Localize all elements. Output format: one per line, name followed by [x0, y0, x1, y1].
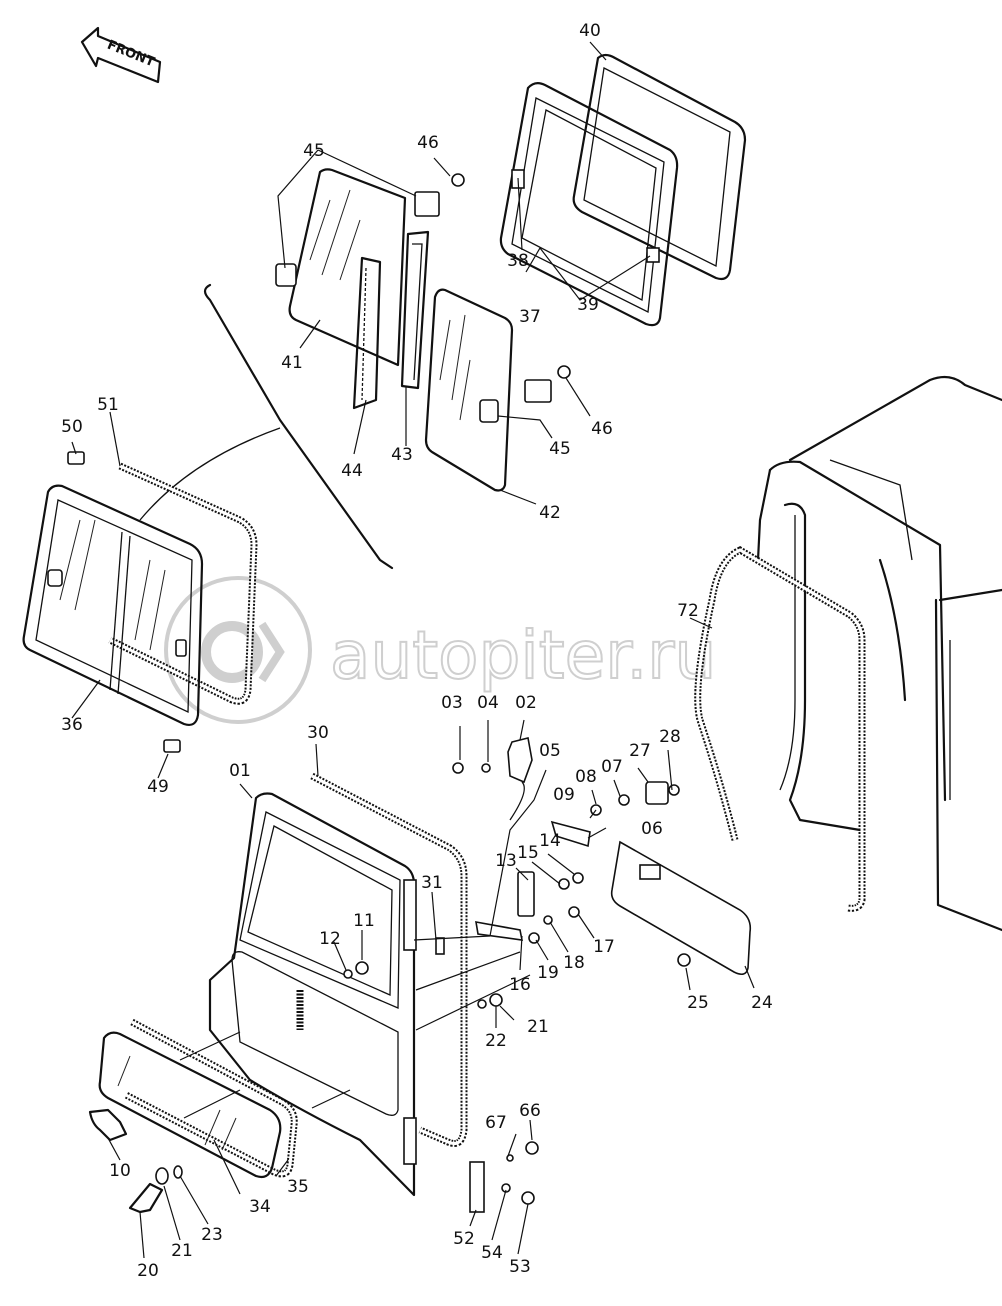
label-07: 07: [601, 757, 623, 777]
cab-frame-curve: [203, 283, 394, 570]
small-glass-panels: [275, 168, 571, 492]
label-42: 42: [539, 503, 561, 523]
lower-door-glass-34: [98, 1018, 298, 1179]
front-arrow: FRONT: [80, 26, 162, 84]
cab-door-seal-72: [694, 546, 866, 912]
label-39: 39: [577, 295, 599, 315]
label-37: 37: [519, 307, 541, 327]
label-06: 06: [641, 819, 663, 839]
label-49: 49: [147, 777, 169, 797]
label-30: 30: [307, 723, 329, 743]
label-43: 43: [391, 445, 413, 465]
label-14: 14: [539, 831, 561, 851]
label-36: 36: [61, 715, 83, 735]
cab-frame-curve-2: [139, 427, 281, 521]
label-67: 67: [485, 1113, 507, 1133]
label-16: 16: [509, 975, 531, 995]
label-17: 17: [593, 937, 615, 957]
lock-parts: [343, 737, 752, 1213]
label-25: 25: [687, 993, 709, 1013]
label-28: 28: [659, 727, 681, 747]
label-35: 35: [287, 1177, 309, 1197]
label-08: 08: [575, 767, 597, 787]
label-53: 53: [509, 1257, 531, 1277]
label-21: 21: [527, 1017, 549, 1037]
label-09: 09: [553, 785, 575, 805]
label-50: 50: [61, 417, 83, 437]
label-41: 41: [281, 353, 303, 373]
part-labels: 40 45 46 38 37 39 41 44 43 42 46 45 50 5…: [61, 21, 773, 1281]
label-22: 22: [485, 1031, 507, 1051]
label-04: 04: [477, 693, 499, 713]
cab-body: [756, 375, 1002, 932]
watermark: autopiter.ru: [164, 576, 717, 724]
label-21b: 21: [171, 1241, 193, 1261]
label-45b: 45: [549, 439, 571, 459]
label-51: 51: [97, 395, 119, 415]
label-54: 54: [481, 1243, 503, 1263]
label-12: 12: [319, 929, 341, 949]
label-10: 10: [109, 1161, 131, 1181]
label-31: 31: [421, 873, 443, 893]
label-72: 72: [677, 601, 699, 621]
label-34: 34: [249, 1197, 271, 1217]
label-40: 40: [579, 21, 601, 41]
label-38: 38: [507, 251, 529, 271]
label-13: 13: [495, 851, 517, 871]
label-03: 03: [441, 693, 463, 713]
label-44: 44: [341, 461, 363, 481]
label-20: 20: [137, 1261, 159, 1281]
label-45: 45: [303, 141, 325, 161]
label-27: 27: [629, 741, 651, 761]
label-05: 05: [539, 741, 561, 761]
sliding-window-36: [22, 451, 258, 753]
handles: [88, 1108, 183, 1214]
label-02: 02: [515, 693, 537, 713]
label-46: 46: [417, 133, 439, 153]
label-23: 23: [201, 1225, 223, 1245]
upper-window-frames: [499, 53, 747, 327]
label-18: 18: [563, 953, 585, 973]
door-assembly: [208, 772, 468, 1197]
label-11: 11: [353, 911, 375, 931]
front-arrow-text: FRONT: [105, 38, 157, 71]
leader-lines: [71, 41, 755, 1259]
label-15: 15: [517, 843, 539, 863]
watermark-text: autopiter.ru: [330, 617, 716, 694]
label-01: 01: [229, 761, 251, 781]
label-66: 66: [519, 1101, 541, 1121]
label-52: 52: [453, 1229, 475, 1249]
label-24: 24: [751, 993, 773, 1013]
label-46b: 46: [591, 419, 613, 439]
label-19: 19: [537, 963, 559, 983]
